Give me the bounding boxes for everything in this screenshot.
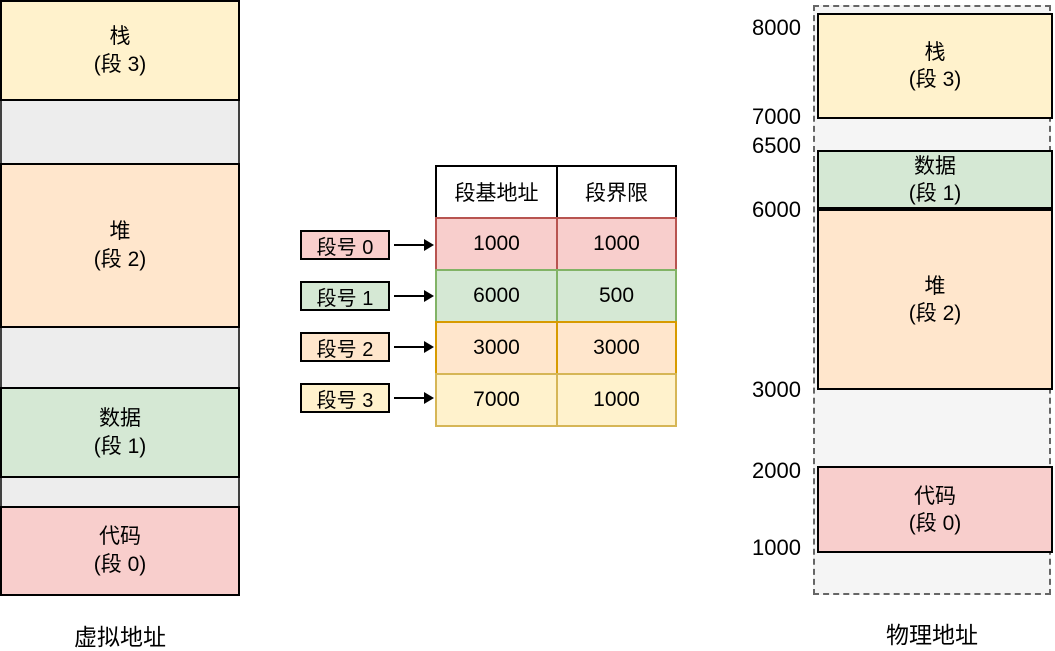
virtual-segment-heap: 堆 (段 2) xyxy=(0,163,240,328)
segment-title: 数据 xyxy=(914,154,956,178)
segment-number-label-2: 段号 2 xyxy=(300,332,390,362)
virtual-unused-gap xyxy=(0,101,240,163)
virtual-address-column: 栈 (段 3) 堆 (段 2) 数据 (段 1) 代码 (段 0) xyxy=(0,0,240,596)
base-address-cell: 6000 xyxy=(437,271,558,321)
segment-subtitle: (段 3) xyxy=(93,52,147,76)
base-address-cell: 7000 xyxy=(437,375,558,425)
base-address-cell: 1000 xyxy=(437,219,558,269)
segment-title: 堆 xyxy=(924,274,946,298)
physical-address-label: 6500 xyxy=(752,133,801,158)
segment-number-label-3: 段号 3 xyxy=(300,383,390,413)
physical-address-label: 8000 xyxy=(752,15,801,40)
virtual-segment-data: 数据 (段 1) xyxy=(0,387,240,478)
arrow-right-icon xyxy=(394,341,434,353)
arrow-right-icon xyxy=(394,290,434,302)
segment-subtitle: (段 1) xyxy=(908,181,962,205)
segment-subtitle: (段 2) xyxy=(93,247,147,271)
table-row: 7000 1000 xyxy=(435,373,677,427)
physical-address-label: 1000 xyxy=(752,535,801,560)
virtual-segment-stack: 栈 (段 3) xyxy=(0,0,240,101)
segment-title: 栈 xyxy=(109,24,131,48)
segment-table-header-row: 段基地址 段界限 xyxy=(435,165,677,219)
table-row: 1000 1000 xyxy=(435,217,677,271)
segment-number-text: 段号 2 xyxy=(316,338,374,361)
segment-number-text: 段号 1 xyxy=(316,287,374,310)
physical-address-label: 6000 xyxy=(752,197,801,222)
virtual-address-caption: 虚拟地址 xyxy=(74,624,166,650)
segment-number-text: 段号 0 xyxy=(316,236,374,259)
table-row: 3000 3000 xyxy=(435,321,677,375)
virtual-segment-code: 代码 (段 0) xyxy=(0,506,240,596)
physical-address-label: 7000 xyxy=(752,104,801,129)
physical-segment-data: 数据 (段 1) xyxy=(817,150,1053,209)
limit-cell: 500 xyxy=(598,284,635,307)
column-header-limit: 段界限 xyxy=(585,182,648,205)
base-address-cell: 3000 xyxy=(437,323,558,373)
physical-address-label: 2000 xyxy=(752,458,801,483)
column-header-base: 段基地址 xyxy=(437,167,558,217)
segment-table: 段基地址 段界限 1000 1000 6000 500 3000 3000 70… xyxy=(435,165,677,427)
arrow-right-icon xyxy=(394,239,434,251)
segment-subtitle: (段 1) xyxy=(93,434,147,458)
limit-cell: 1000 xyxy=(593,232,640,255)
segment-subtitle: (段 0) xyxy=(908,511,962,535)
segment-title: 栈 xyxy=(924,41,946,64)
segment-title: 数据 xyxy=(99,406,141,430)
segment-subtitle: (段 2) xyxy=(908,301,962,325)
physical-segment-code: 代码 (段 0) xyxy=(817,466,1053,553)
segment-number-label-0: 段号 0 xyxy=(300,230,390,260)
segment-subtitle: (段 0) xyxy=(93,553,147,576)
segment-number-label-1: 段号 1 xyxy=(300,281,390,311)
physical-segment-heap: 堆 (段 2) xyxy=(817,209,1053,390)
segment-title: 代码 xyxy=(99,525,141,548)
segment-number-text: 段号 3 xyxy=(316,389,374,412)
table-row: 6000 500 xyxy=(435,269,677,323)
segment-title: 代码 xyxy=(914,484,956,508)
arrow-right-icon xyxy=(394,392,434,404)
segment-subtitle: (段 3) xyxy=(908,68,962,91)
segment-title: 堆 xyxy=(109,219,131,243)
virtual-unused-gap xyxy=(0,328,240,387)
virtual-unused-gap xyxy=(0,478,240,506)
limit-cell: 1000 xyxy=(593,388,640,411)
physical-address-caption: 物理地址 xyxy=(886,622,978,648)
physical-address-label: 3000 xyxy=(752,377,801,402)
limit-cell: 3000 xyxy=(593,336,640,359)
physical-segment-stack: 栈 (段 3) xyxy=(817,13,1053,119)
